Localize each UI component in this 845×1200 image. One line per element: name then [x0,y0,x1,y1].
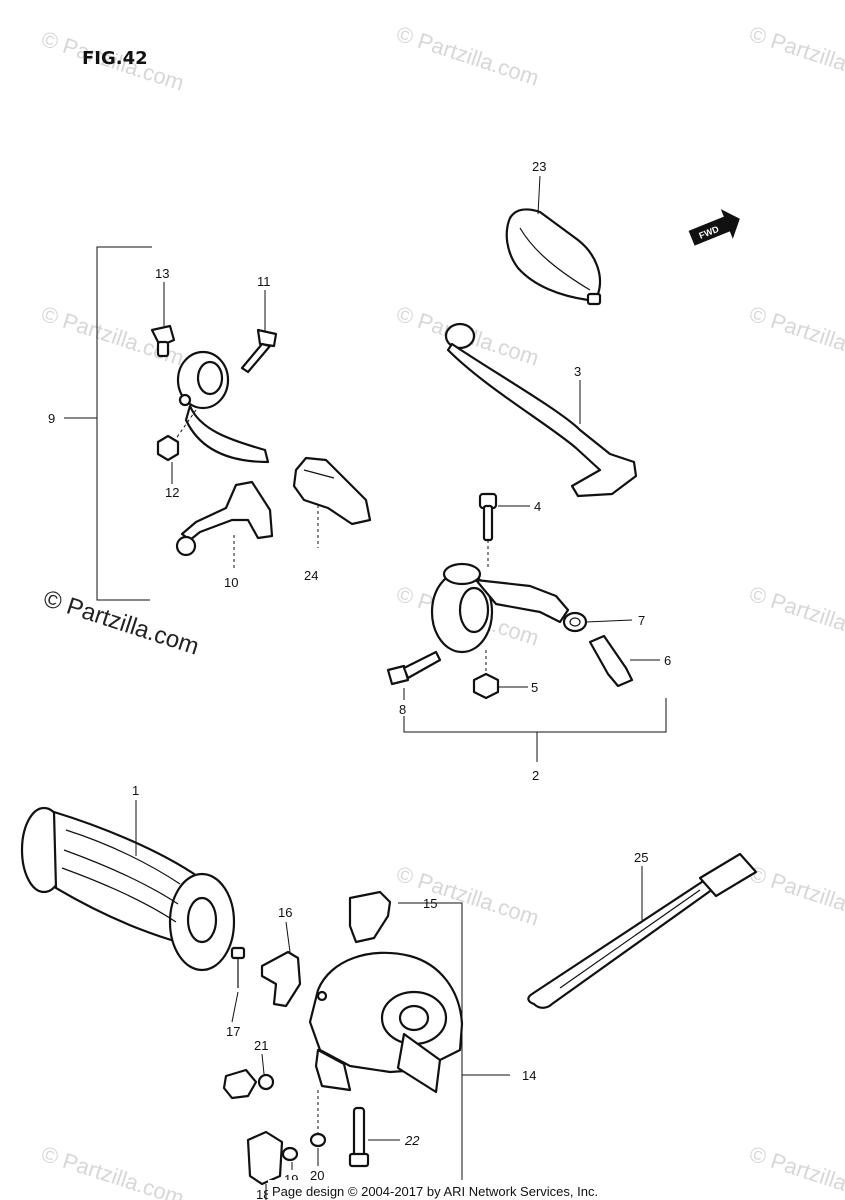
part-7-clip [562,611,588,633]
part-9-holder [176,350,270,464]
part-4-bolt [478,492,498,542]
bracket-14 [398,902,510,1200]
part-1-grip [20,806,236,972]
part-11-screw [240,328,278,374]
callout-3: 3 [574,364,581,379]
part-10-lever [175,480,274,557]
part-16-cover [260,950,302,1008]
callout-16: 16 [278,905,292,920]
watermark-primary: © Partzilla.com [40,585,202,661]
footer-copyright: Page design © 2004-2017 by ARI Network S… [272,1184,598,1199]
part-17-screw [230,946,246,988]
part-23-lever-cover [505,208,602,306]
forward-arrow-icon: FWD [688,209,740,246]
watermark: © Partzilla.com [746,301,845,371]
watermark: © Partzilla.com [746,581,845,651]
footer-backdrop [268,1180,578,1200]
part-22-screw [348,1106,370,1168]
callout-11: 11 [257,274,271,289]
callout-4: 4 [534,499,541,514]
bracket-2 [403,698,667,762]
part-14-switch [308,951,464,1094]
part-2-holder [430,562,570,654]
watermark: © Partzilla.com [746,1141,845,1200]
callout-12: 12 [165,485,179,500]
callout-8: 8 [399,702,406,717]
callout-5: 5 [531,680,538,695]
callout-labels: 1 2 3 4 5 6 7 8 9 10 11 12 13 14 15 16 1… [48,159,671,1200]
callout-15: 15 [423,896,437,911]
callout-17: 17 [226,1024,240,1039]
part-8-bolt [386,650,442,686]
callout-24: 24 [304,568,318,583]
callout-18: 18 [256,1187,270,1200]
part-24-cover [292,456,372,526]
callout-21: 21 [254,1038,268,1053]
part-18-block [246,1130,284,1186]
figure-title: FIG.42 [82,48,148,69]
part-19-washer [281,1146,299,1162]
callout-23: 23 [532,159,546,174]
part-21-clamp [222,1068,275,1100]
watermark: © Partzilla.com [393,21,542,91]
callout-7: 7 [638,613,645,628]
callout-20: 20 [310,1168,324,1183]
leader-lines [163,175,660,1170]
callout-14: 14 [522,1068,536,1083]
part-15-cap [348,890,392,944]
watermark: © Partzilla.com [393,861,542,931]
callout-2: 2 [532,768,539,783]
part-25-strap [527,852,758,1009]
part-20-screw [309,1132,327,1148]
callout-1: 1 [132,783,139,798]
callout-10: 10 [224,575,238,590]
callout-9: 9 [48,411,55,426]
part-12-nut [156,434,180,462]
watermark: © Partzilla.com [746,861,845,931]
part-13-bolt [150,324,176,358]
callout-22: 22 [404,1133,420,1148]
watermark: © Partzilla.com [746,21,845,91]
watermark: © Partzilla.com [38,1141,187,1200]
callout-13: 13 [155,266,169,281]
callout-25: 25 [634,850,648,865]
callout-6: 6 [664,653,671,668]
part-6-pin [588,634,634,688]
part-3-lever [444,322,638,498]
bracket-9 [64,246,152,601]
part-5-nut [472,672,500,700]
